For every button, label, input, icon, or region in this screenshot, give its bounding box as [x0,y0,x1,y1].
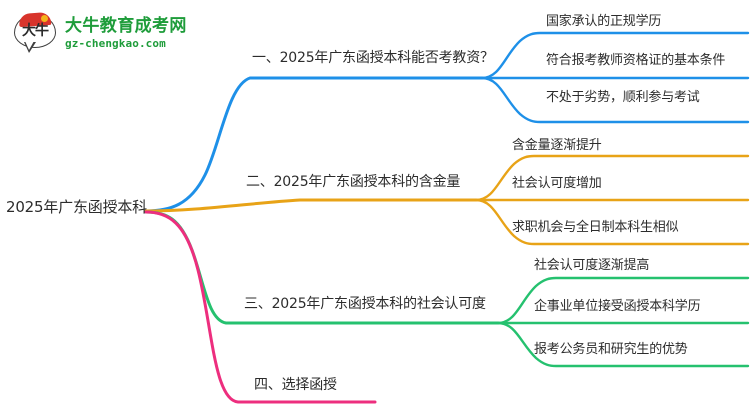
connector-branch-2 [144,198,478,213]
mindmap-leaf-node-1-1[interactable]: 国家承认的正规学历 [546,14,662,29]
site-logo: 大牛 大牛教育成考网 gz-chengkao.com [14,8,204,58]
mindmap-branch-node-1[interactable]: 一、2025年广东函授本科能否考教资？ [252,50,494,66]
mindmap-leaf-node-3-3[interactable]: 报考公务员和研究生的优势 [534,342,688,357]
connector-branch-2-child-1 [474,154,750,202]
mindmap-leaf-node-1-2[interactable]: 符合报考教师资格证的基本条件 [546,53,726,68]
cap-tassel-icon [41,15,48,22]
mindmap-root-node[interactable]: 2025年广东函授本科 [6,198,147,216]
logo-mark-icon: 大牛 [14,11,58,54]
mindmap-leaf-node-3-2[interactable]: 企事业单位接受函授本科学历 [534,299,701,314]
connector-branch-1-child-3 [480,76,750,124]
logo-mark-label: 大牛 [22,23,49,39]
mindmap-leaf-node-2-1[interactable]: 含金量逐渐提升 [512,138,602,153]
mindmap-leaf-node-1-3[interactable]: 不处于劣势，顺利参与考试 [546,90,700,105]
logo-subtitle-url: gz-chengkao.com [65,36,166,50]
connector-branch-1-child-1 [480,31,750,80]
connector-branch-2-child-3 [474,198,750,246]
connector-branch-3-child-1 [496,276,750,325]
mindmap-branch-node-2[interactable]: 二、2025年广东函授本科的含金量 [246,174,461,190]
mindmap-leaf-node-2-2[interactable]: 社会认可度增加 [512,176,602,191]
mindmap-branch-node-4[interactable]: 四、选择函授 [254,377,337,393]
mindmap-leaf-node-2-3[interactable]: 求职机会与全日制本科生相似 [512,220,679,235]
logo-text-block: 大牛教育成考网 gz-chengkao.com [65,15,187,50]
mindmap-leaf-node-3-1[interactable]: 社会认可度逐渐提高 [534,258,650,273]
connector-branch-3-child-3 [496,321,750,368]
connector-branch-1 [144,76,484,213]
connector-branch-4 [144,210,377,404]
speech-bubble-tail-inner-icon [25,41,34,50]
mindmap-branch-node-3[interactable]: 三、2025年广东函授本科的社会认可度 [244,296,486,312]
logo-title: 大牛教育成考网 [65,15,187,36]
